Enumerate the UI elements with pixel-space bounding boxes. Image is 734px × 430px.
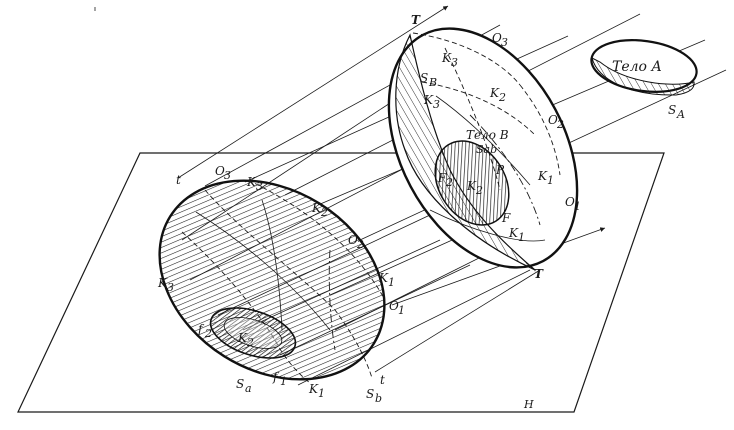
- label-f2-body: F: [437, 171, 447, 185]
- label-o1-body: O: [565, 195, 575, 209]
- label-o3-shadow-sub: 3: [224, 169, 231, 182]
- label-o2-shadow: O: [348, 233, 358, 247]
- label-o3-top: O: [492, 31, 502, 45]
- label-k3-shadow-left: K: [157, 276, 168, 290]
- shadow-small-ellipse: [209, 307, 297, 359]
- label-k2-body: K: [466, 179, 477, 193]
- label-t-shadow-bottom: t: [380, 373, 385, 387]
- label-k2-body-sub: 2: [475, 184, 483, 197]
- shadow-small-ellipse-inner: [223, 317, 283, 349]
- label-o2-right-sub: 2: [556, 118, 564, 131]
- label-o3-top-sub: 3: [501, 36, 508, 49]
- label-k1-shadow-bottom: K: [308, 382, 319, 396]
- label-k3-shadow-sub: 3: [256, 180, 263, 193]
- label-plane-h: H: [523, 398, 534, 411]
- label-k3-shadow-left-sub: 3: [167, 281, 174, 294]
- shadow-ellipse-body-b: [158, 179, 386, 381]
- label-k2-top: K: [489, 86, 500, 100]
- label-s-b: S: [420, 71, 428, 85]
- label-k1-shadow-sub: 1: [388, 276, 395, 289]
- label-sb-shadow-sub: b: [375, 392, 382, 405]
- label-f2-shadow-sub: 2: [204, 327, 212, 340]
- label-s-b-sub: B: [428, 76, 437, 89]
- label-s-a: S: [668, 103, 676, 117]
- label-k3-shadow: K: [246, 175, 257, 189]
- label-sab: Sab: [476, 143, 497, 156]
- label-k3-mid-sub: 3: [433, 98, 440, 111]
- label-s-a-sub: A: [676, 108, 685, 121]
- label-sa-shadow-sub: a: [245, 382, 252, 395]
- body-b-construction: [412, 32, 561, 242]
- label-k2-top-sub: 2: [498, 91, 506, 104]
- label-k3-top: K: [441, 51, 452, 65]
- label-k1-body-sub: 1: [547, 174, 554, 187]
- label-p: P: [495, 163, 505, 177]
- label-k2-shadow-inner-sub: 2: [246, 336, 254, 349]
- label-k2-shadow-inner: K: [237, 331, 248, 345]
- label-sa-shadow: S: [236, 377, 244, 391]
- label-o2-shadow-sub: 2: [356, 238, 364, 251]
- shadow-inner-curves: [181, 179, 386, 384]
- label-k2-shadow-sub: 2: [320, 206, 328, 219]
- sab-shadow-on-body-b: [434, 140, 510, 226]
- label-f1-shadow-sub: 1: [280, 375, 287, 388]
- label-t-bottom: T: [534, 267, 544, 281]
- label-k3-top-sub: 3: [451, 56, 458, 69]
- label-body-b: Тело В: [466, 128, 509, 142]
- label-sb-shadow: S: [366, 387, 374, 401]
- label-k1-shadow: K: [378, 271, 389, 285]
- label-f2-body-sub: 2: [445, 176, 453, 189]
- label-o1-body-sub: 1: [574, 200, 581, 213]
- label-k1-body-low: K: [508, 226, 519, 240]
- label-f2-shadow: f: [197, 322, 205, 336]
- label-k2-shadow: K: [311, 201, 322, 215]
- label-body-a: Тело А: [612, 59, 662, 75]
- label-t-shadow-top: t: [176, 173, 181, 187]
- label-o3-shadow: O: [215, 164, 225, 178]
- label-f-body: F: [501, 211, 511, 225]
- label-o1-shadow: O: [389, 299, 399, 313]
- body-a-self-shadow: [591, 57, 695, 96]
- label-o2-right: O: [548, 113, 558, 127]
- label-k3-mid: K: [423, 93, 434, 107]
- label-f1-shadow: f: [272, 370, 280, 384]
- label-k1-body: K: [537, 169, 548, 183]
- label-t-top: T: [411, 13, 421, 27]
- label-k1-shadow-bottom-sub: 1: [318, 387, 325, 400]
- label-o1-shadow-sub: 1: [398, 304, 405, 317]
- label-k1-body-low-sub: 1: [518, 231, 525, 244]
- body-b-self-shadow: [395, 33, 536, 271]
